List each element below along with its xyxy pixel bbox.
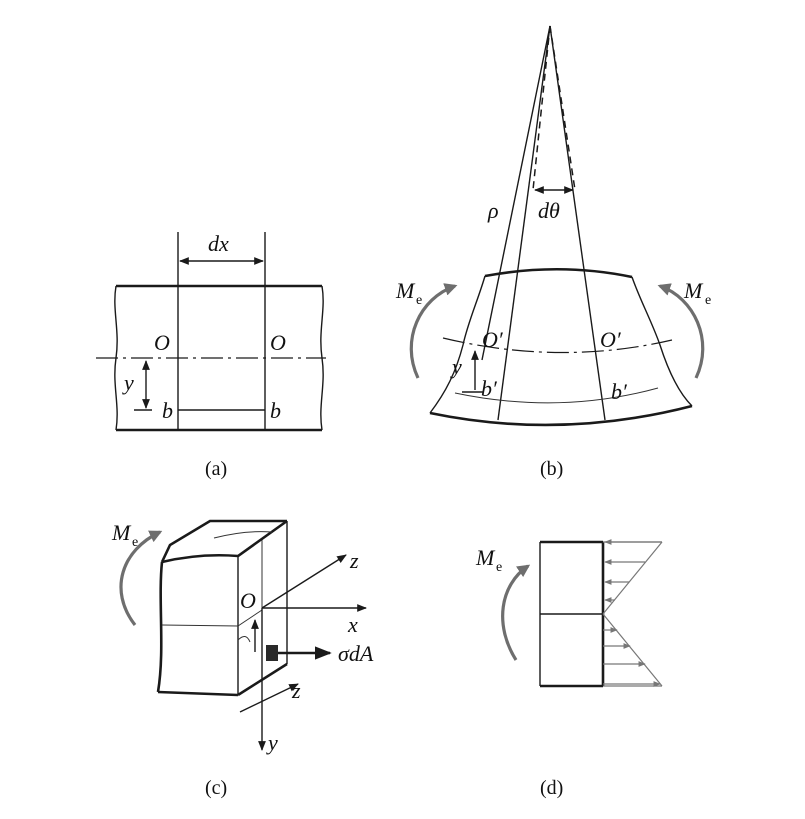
stress-upper-envelope	[602, 541, 663, 615]
moment-arrow	[501, 564, 531, 661]
moment-label: M	[111, 520, 132, 545]
rho-label: ρ	[487, 198, 499, 223]
dx-label: dx	[208, 231, 229, 256]
z-axis-label: z	[349, 548, 359, 573]
block-left-break	[156, 561, 164, 693]
moment-sub: e	[496, 560, 502, 575]
point-o-left: O	[154, 330, 170, 355]
block-top-back-edge	[160, 519, 287, 563]
caption-d: (d)	[540, 777, 563, 799]
panel-a: dx O O b b y (a)	[96, 231, 326, 480]
panel-c: x z O y z σdA M e (c)	[111, 519, 374, 799]
y-label: y	[450, 354, 462, 379]
stress-lower-envelope	[602, 613, 663, 687]
moment-sub: e	[132, 535, 138, 550]
neutral-layer-arc	[442, 337, 673, 354]
angle-mark	[237, 636, 251, 643]
fiber-bb-arc	[454, 387, 659, 404]
panel-d: M e (d)	[475, 539, 663, 799]
block-bottom-front-edge	[157, 690, 239, 697]
z-axis-small-label: z	[291, 678, 301, 703]
point-o-right: O′	[600, 327, 622, 352]
fiber-b-left: b′	[481, 376, 498, 401]
y-axis-label: y	[266, 730, 278, 755]
moment-right-label: M	[683, 278, 704, 303]
section-line-right	[549, 25, 606, 421]
fiber-b-right: b′	[611, 379, 628, 404]
panel-b: dθ ρ O′ O′ b′ b′ y M e M e (b)	[395, 25, 711, 480]
moment-right-sub: e	[705, 293, 711, 308]
moment-arrow	[119, 530, 163, 626]
curved-left-break	[429, 275, 486, 414]
fiber-b-left: b	[162, 398, 173, 423]
block-top-groove	[213, 531, 273, 539]
moment-left-sub: e	[416, 293, 422, 308]
y-label: y	[122, 370, 134, 395]
block-top-front-edge	[161, 519, 288, 564]
caption-a: (a)	[205, 458, 227, 480]
fiber-b-right: b	[270, 398, 281, 423]
moment-arrow-right	[657, 283, 705, 379]
block-side-neutral-line	[237, 609, 263, 627]
moment-arrow-left	[409, 283, 458, 379]
point-o-left: O′	[482, 327, 504, 352]
x-axis-label: x	[347, 612, 358, 637]
moment-label: M	[475, 545, 496, 570]
origin-label: O	[240, 588, 256, 613]
caption-b: (b)	[540, 458, 563, 480]
dtheta-label: dθ	[538, 198, 560, 223]
section-line-left	[497, 25, 551, 421]
dash-line-left	[532, 25, 551, 191]
force-label: σdA	[338, 641, 374, 666]
dash-line-right	[549, 25, 576, 191]
moment-left-label: M	[395, 278, 416, 303]
point-o-right: O	[270, 330, 286, 355]
curved-bottom-edge	[429, 404, 693, 427]
curved-right-break	[631, 276, 693, 407]
z-axis-small	[239, 683, 299, 713]
area-element-dA	[266, 645, 278, 661]
z-axis	[261, 554, 347, 609]
radius-line	[481, 25, 551, 361]
curved-top-edge	[484, 267, 633, 279]
caption-c: (c)	[205, 777, 227, 799]
block-front-neutral-line	[161, 624, 239, 627]
